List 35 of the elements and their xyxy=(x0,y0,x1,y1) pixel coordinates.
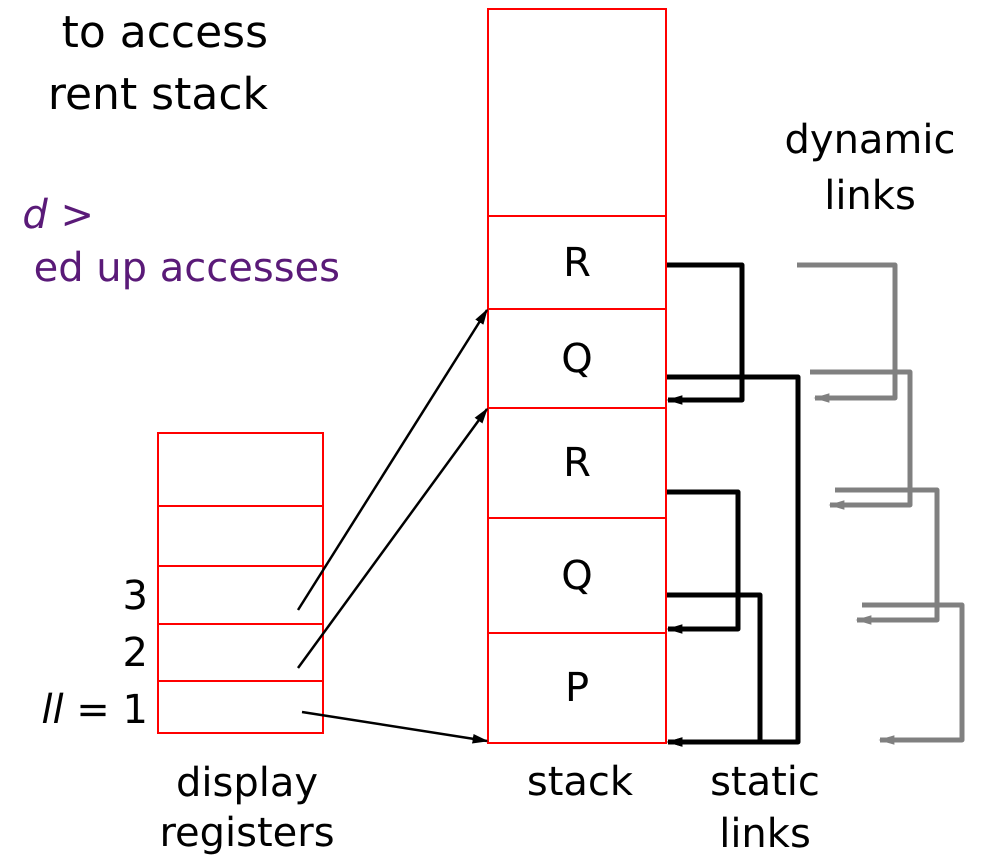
arrow xyxy=(666,262,744,405)
display-register-box xyxy=(157,432,324,734)
arrow xyxy=(297,408,488,669)
register-cell xyxy=(157,505,324,567)
stack-frame xyxy=(487,407,667,519)
note-text: d > xyxy=(21,191,94,240)
stack-frame xyxy=(487,308,667,409)
stack-frame xyxy=(487,632,667,744)
register-number: ll = 1 xyxy=(40,686,148,734)
register-cell xyxy=(157,680,324,734)
arrow xyxy=(302,710,489,744)
register-cell xyxy=(157,565,324,625)
node-label: stack xyxy=(526,758,634,806)
arrow xyxy=(666,374,800,747)
register-cell xyxy=(157,623,324,682)
stack-frame xyxy=(487,517,667,634)
note-text: ed up accesses xyxy=(32,244,340,293)
frame-label: R xyxy=(563,240,591,286)
arrow xyxy=(666,490,740,634)
arrow xyxy=(666,592,762,747)
node-label: display registers xyxy=(158,759,336,858)
stack-frame xyxy=(487,8,667,217)
arrow xyxy=(296,308,488,611)
frame-label: Q xyxy=(561,336,593,382)
stack-box xyxy=(487,8,667,744)
frame-label: P xyxy=(564,665,590,711)
frame-label: Q xyxy=(561,552,593,598)
frame-label: R xyxy=(563,440,591,486)
register-cell xyxy=(157,432,324,507)
annotation: static links xyxy=(709,758,821,859)
register-number: 3 xyxy=(122,572,148,620)
register-number: 2 xyxy=(122,629,148,677)
note-text: to access rent stack xyxy=(46,6,268,122)
stack-frame xyxy=(487,215,667,310)
annotation: dynamic links xyxy=(784,116,956,221)
